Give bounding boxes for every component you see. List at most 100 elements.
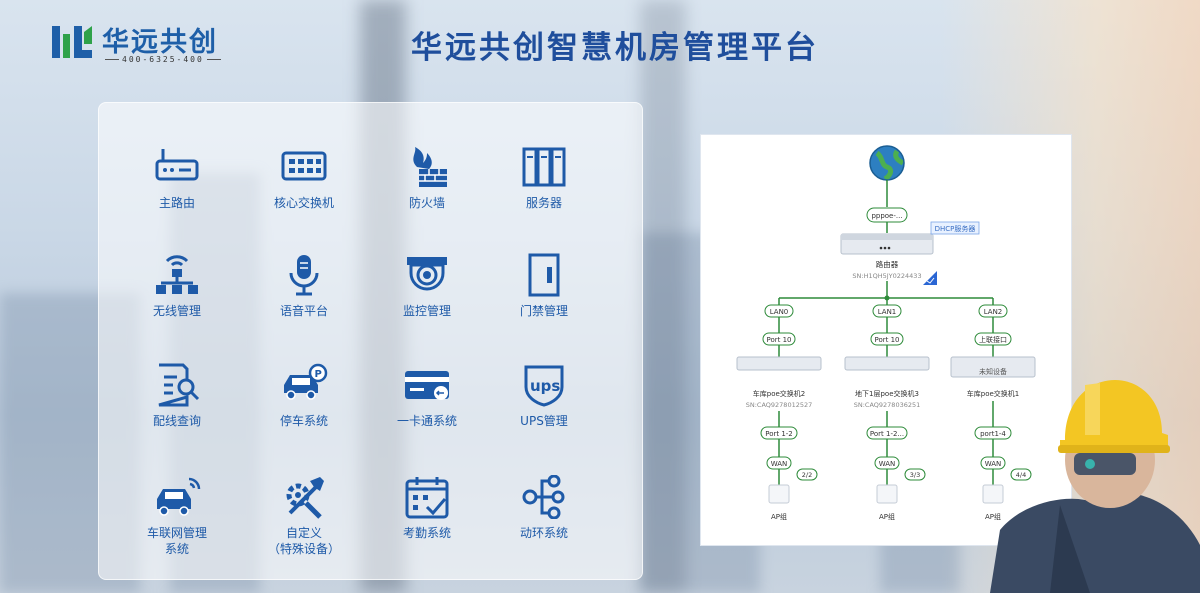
topology-branch-0: LAN0 Port 10 车库poe交换机2 SN:CAQ9278012527 … [736,298,822,521]
wan-label: WAN [879,460,896,468]
worker-with-helmet-illustration [990,380,1200,593]
module-voice[interactable]: 语音平台 [244,253,364,343]
wan-label: WAN [771,460,788,468]
module-label: 配线查询 [152,414,201,428]
module-label: 主路由 [158,196,195,210]
module-label: 车联网管理系统 [117,525,237,557]
module-label: UPS管理 [520,414,568,428]
switch-name: 车库poe交换机2 [753,389,806,398]
lan-label: LAN0 [770,308,789,316]
module-access-control[interactable]: 门禁管理 [484,253,604,343]
dhcp-tag-label: DHCP服务器 [935,224,976,233]
port-label: Port 10 [874,336,899,344]
sw-port-label: Port 1-2 [765,430,793,438]
switch-device[interactable] [736,356,822,371]
module-label: 监控管理 [402,304,451,318]
wireless-network-icon [156,255,198,294]
switch-device[interactable] [950,356,1036,378]
lan-label: LAN2 [984,308,1003,316]
module-cable-query[interactable]: 配线查询 [117,363,237,453]
module-one-card[interactable]: 一卡通系统 [367,363,487,453]
router-check-badge-icon [923,271,937,285]
switch-icon [281,151,327,181]
sw-port-label: port1-4 [980,430,1006,438]
module-label-line2: （特殊设备） [267,542,340,556]
card-icon [405,371,449,400]
switch-name: 地下1层poe交换机3 [855,389,919,398]
module-label: 停车系统 [279,414,328,428]
router-icon [155,149,199,181]
count-label: 4/4 [1016,471,1026,479]
lan-label: LAN1 [878,308,897,316]
company-logo: 华远共创 400-6325-400 [50,18,240,68]
logo-name: 华远共创 [102,27,218,58]
page-title: 华远共创智慧机房管理平台 [411,30,819,66]
switch-sn: SN:CAQ9278036251 [854,401,921,409]
topology-diagram: pppoe-... DHCP服务器 路由器 SN:H1QH5JY0224433 … [736,145,1036,521]
module-firewall[interactable]: 防火墙 [367,145,487,235]
count-pill [904,468,926,481]
module-label: 考勤系统 [402,526,451,540]
dhcp-tag [930,221,980,235]
cable-search-icon [158,363,200,407]
tools-icon [286,477,324,519]
switch-name: 车库poe交换机1 [967,389,1020,398]
module-parking[interactable]: P 停车系统 [244,363,364,453]
router-sn: SN:H1QH5JY0224433 [852,272,921,280]
module-ups[interactable]: ups UPS管理 [484,363,604,453]
firewall-icon [413,147,447,187]
ap-label: AP组 [771,512,787,521]
wan-label: WAN [985,460,1002,468]
module-label: 门禁管理 [519,304,568,318]
module-panel: 主路由 核心交换机 防火墙 [98,102,643,580]
camera-icon [407,257,447,291]
module-environment[interactable]: 动环系统 [484,475,604,565]
port-label: Port 10 [766,336,791,344]
module-label-line1: 车联网管理 [146,526,207,540]
logo-mark-icon [52,26,92,58]
module-label: 防火墙 [408,196,445,210]
module-label: 自定义 （特殊设备） [244,525,364,557]
parking-car-icon: P [284,363,328,400]
module-attendance[interactable]: 考勤系统 [367,475,487,565]
topology-branch-2: LAN2 上联接口 未知设备 车库poe交换机1 port1-4 WAN 4/4… [950,298,1036,521]
module-label-line1: 自定义 [285,526,322,540]
server-icon [522,147,566,187]
ap-label: AP组 [879,512,895,521]
door-icon [528,253,560,297]
module-label: 无线管理 [152,304,201,318]
module-label: 一卡通系统 [396,414,457,428]
unknown-device-label: 未知设备 [979,367,1007,376]
ap-label: AP组 [985,512,1001,521]
internet-globe-icon [869,145,905,182]
module-core-switch[interactable]: 核心交换机 [244,145,364,235]
module-wireless[interactable]: 无线管理 [117,253,237,343]
ap-group-icon[interactable] [768,484,790,504]
switch-device[interactable] [844,356,930,371]
module-label-line2: 系统 [164,542,189,556]
module-connected-car[interactable]: 车联网管理系统 [117,475,237,565]
ap-group-icon[interactable] [982,484,1004,504]
module-custom-device[interactable]: 自定义 （特殊设备） [244,475,364,565]
module-label: 动环系统 [519,526,568,540]
module-label: 核心交换机 [273,196,334,210]
calendar-check-icon [405,477,449,519]
microphone-icon [289,255,319,296]
port-label: 上联接口 [979,335,1007,344]
ap-group-icon[interactable] [876,484,898,504]
module-label: 语音平台 [279,304,328,318]
module-surveillance[interactable]: 监控管理 [367,253,487,343]
network-tree-icon [522,475,565,519]
module-server[interactable]: 服务器 [484,145,604,235]
wan-link-label: pppoe-... [871,212,902,220]
ups-icon: ups [524,365,564,407]
ups-logo-text: ups [530,377,560,395]
count-label: 2/2 [802,471,812,479]
topology-branch-1: LAN1 Port 10 地下1层poe交换机3 SN:CAQ927803625… [844,298,930,521]
module-label: 服务器 [525,196,562,210]
count-pill [1010,468,1032,481]
switch-sn: SN:CAQ9278012527 [746,401,813,409]
router-name: 路由器 [876,259,899,269]
module-main-router[interactable]: 主路由 [117,145,237,235]
network-topology-panel: pppoe-... DHCP服务器 路由器 SN:H1QH5JY0224433 … [700,134,1072,546]
